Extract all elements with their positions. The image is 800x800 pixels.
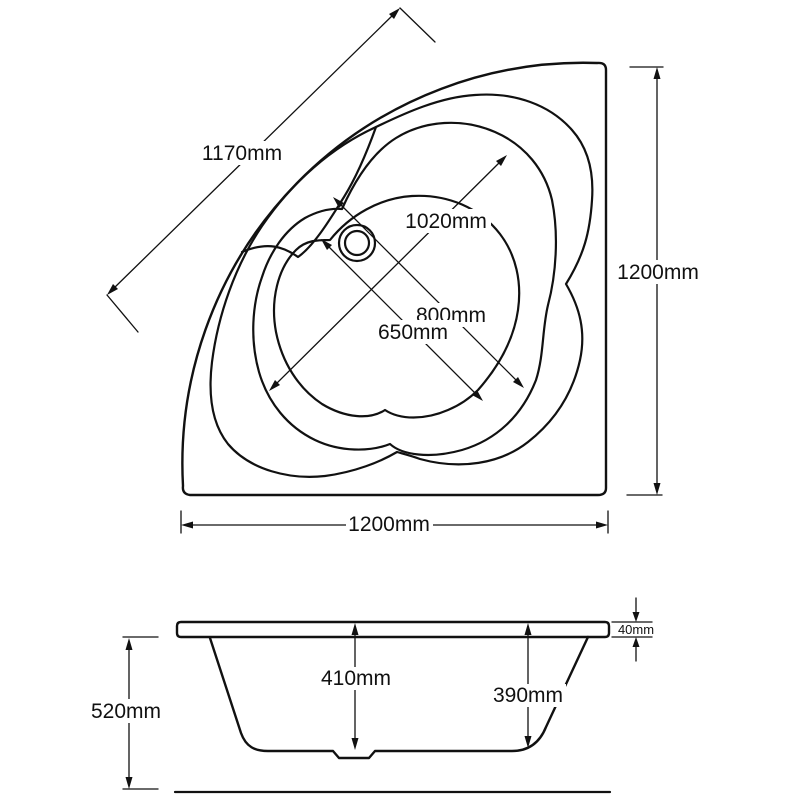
dimension-front-edge: 1170mm [106, 7, 436, 333]
dimension-bowl-long-diagonal: 1020mm [269, 155, 507, 391]
dim-label-1170: 1170mm [202, 142, 282, 165]
dimension-bottom-edge: 1200mm [180, 510, 609, 537]
dim-label-410: 410mm [321, 667, 391, 690]
dimension-depth-right: 390mm [491, 623, 566, 748]
bath-outer-edge [181, 61, 608, 497]
drain-icon [337, 223, 377, 263]
dim-label-1020: 1020mm [405, 210, 487, 233]
dim-label-1200-right: 1200mm [617, 261, 699, 284]
dim-label-1200-bottom: 1200mm [348, 513, 430, 536]
side-tub-profile [208, 635, 590, 760]
bath-floor-edge [272, 194, 521, 419]
dim-label-520: 520mm [91, 700, 161, 723]
bath-rim-edge [209, 93, 594, 478]
dim-label-40: 40mm [618, 622, 654, 637]
bath-ledge-line [240, 125, 378, 259]
dimension-right-edge: 1200mm [614, 66, 701, 496]
bath-bowl-edge [252, 121, 558, 456]
dim-label-390: 390mm [493, 684, 563, 707]
dim-label-650: 650mm [378, 321, 448, 344]
plan-view: 1170mm 1020mm 800mm 650mm [106, 7, 701, 537]
dimension-floor-diagonal: 650mm [321, 239, 483, 401]
dimension-overall-height: 520mm [87, 636, 166, 790]
side-view: 520mm 410mm 390mm 40mm [87, 597, 654, 794]
dimension-rim-thickness: 40mm [611, 597, 654, 662]
dimension-depth-left: 410mm [319, 623, 394, 750]
side-rim-slab [175, 620, 611, 639]
